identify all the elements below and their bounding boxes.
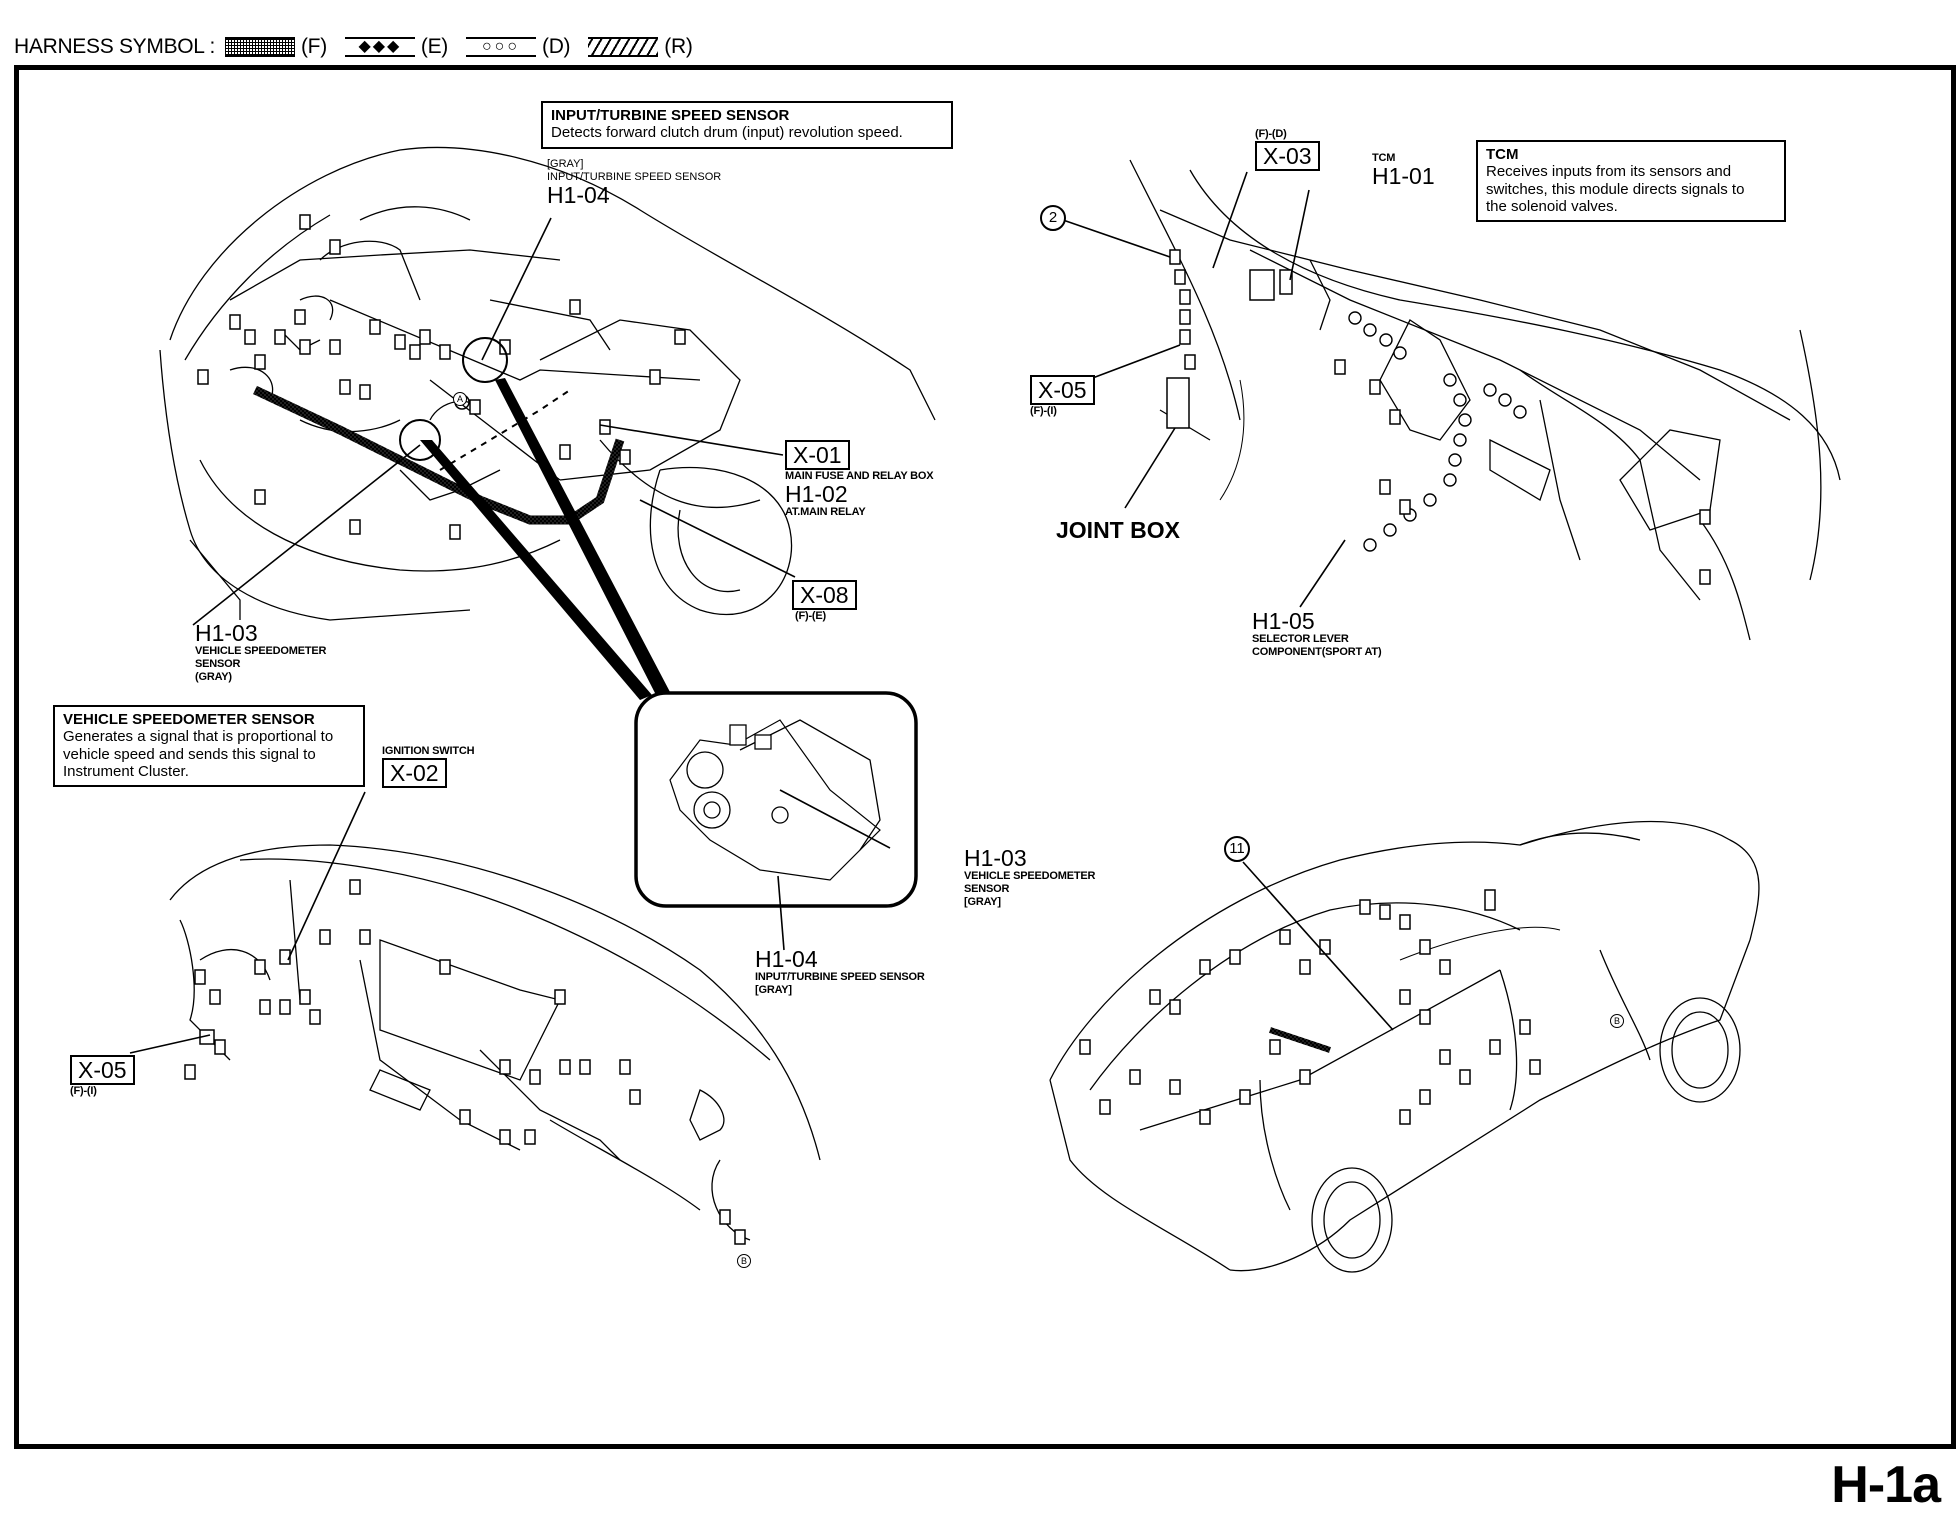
x-05-label-top: X-05 (F)-(I): [1030, 375, 1095, 418]
x-03-label: (F)-(D) X-03: [1255, 128, 1320, 172]
page-identifier: H-1a: [1831, 1456, 1941, 1514]
h1-03-detail-line-1: VEHICLE SPEEDOMETER: [964, 870, 1096, 882]
x-01-code: X-01: [785, 440, 850, 471]
h1-04-name: INPUT/TURBINE SPEED SENSOR: [547, 171, 722, 184]
x-02-name: IGNITION SWITCH: [382, 745, 475, 757]
x-05-code: X-05: [1030, 375, 1095, 406]
h1-01-label: TCM H1-01: [1372, 152, 1435, 188]
h1-05-line-1: SELECTOR LEVER: [1252, 633, 1349, 645]
legend-title: HARNESS SYMBOL :: [14, 35, 215, 58]
h1-03-code: H1-03: [195, 620, 258, 646]
tcm-callout: TCM Receives inputs from its sensors and…: [1476, 140, 1786, 222]
callout-desc-line-1: Receives inputs from its sensors and: [1486, 163, 1732, 181]
reference-circle-11: 11: [1224, 836, 1250, 862]
callout-description: Detects forward clutch drum (input) revo…: [551, 124, 903, 142]
marker-a: A: [453, 392, 467, 406]
h1-03-label-top: H1-03 VEHICLE SPEEDOMETER SENSOR (GRAY): [195, 622, 326, 685]
h1-03-detail-line-3: [GRAY]: [964, 896, 1001, 909]
h1-05-line-2: COMPONENT(SPORT AT): [1252, 646, 1382, 659]
x-03-code: X-03: [1255, 141, 1320, 172]
h1-03-detail-code: H1-03: [964, 845, 1027, 871]
vehicle-speed-sensor-callout: VEHICLE SPEEDOMETER SENSOR Generates a s…: [53, 705, 365, 787]
diagram-frame: [14, 65, 1956, 1449]
callout-desc-line-2: switches, this module directs signals to: [1486, 180, 1745, 198]
h1-03-detail-line-2: SENSOR: [964, 883, 1010, 896]
harness-symbol-r-swatch: [588, 37, 659, 57]
input-turbine-sensor-callout: INPUT/TURBINE SPEED SENSOR Detects forwa…: [541, 101, 953, 149]
harness-symbol-e-code: (E): [420, 35, 448, 58]
callout-title: INPUT/TURBINE SPEED SENSOR: [551, 107, 790, 124]
harness-symbol-f-swatch: [224, 37, 295, 57]
h1-02-name: AT.MAIN RELAY: [785, 506, 866, 519]
h1-04-label-detail: H1-04 INPUT/TURBINE SPEED SENSOR [GRAY]: [755, 948, 925, 997]
h1-05-code: H1-05: [1252, 608, 1315, 634]
harness-symbol-f-code: (F): [300, 35, 327, 58]
h1-03-label-detail: H1-03 VEHICLE SPEEDOMETER SENSOR [GRAY]: [964, 847, 1095, 910]
callout-title: VEHICLE SPEEDOMETER SENSOR: [63, 711, 315, 728]
x-01-name: MAIN FUSE AND RELAY BOX: [785, 470, 934, 483]
vehicle-body-view: [1049, 820, 1760, 1273]
harness-symbol-legend: HARNESS SYMBOL : (F) ◆◆◆ (E) ○○○ (D) (R): [14, 30, 707, 64]
h1-04-code: H1-04: [547, 182, 610, 209]
callout-title: TCM: [1486, 146, 1519, 163]
h1-03-line-3: (GRAY): [195, 671, 232, 684]
h1-04-label-top: [GRAY] INPUT/TURBINE SPEED SENSOR H1-04: [547, 158, 721, 207]
harness-symbol-d-swatch: ○○○: [466, 37, 536, 57]
h1-04-detail-line-1: INPUT/TURBINE SPEED SENSOR: [755, 971, 925, 983]
harness-symbol-d-code: (D): [542, 35, 571, 58]
h1-04-detail-line-2: [GRAY]: [755, 984, 792, 997]
x-03-sub: (F)-(D): [1255, 128, 1287, 140]
joint-box-label: JOINT BOX: [1056, 517, 1180, 543]
h1-03-line-2: SENSOR: [195, 658, 241, 671]
h1-01-code: H1-01: [1372, 163, 1435, 190]
x-05-bottom-sub: (F)-(I): [70, 1085, 97, 1098]
reference-circle-2: 2: [1040, 205, 1066, 231]
callout-desc-line-2: vehicle speed and sends this signal to: [63, 745, 316, 763]
h1-02-code: H1-02: [785, 481, 848, 508]
x-08-code: X-08: [792, 580, 857, 611]
harness-symbol-r-code: (R): [664, 35, 693, 58]
engine-compartment-view: [159, 146, 936, 700]
marker-b-body: B: [1610, 1014, 1624, 1028]
x-01-label: X-01 MAIN FUSE AND RELAY BOX H1-02 AT.MA…: [785, 440, 934, 520]
x-08-sub: (F)-(E): [795, 610, 826, 623]
x-05-bottom-code: X-05: [70, 1055, 135, 1086]
callout-desc-line-1: Generates a signal that is proportional …: [63, 728, 334, 746]
marker-b-dashboard: B: [737, 1254, 751, 1268]
h1-05-label: H1-05 SELECTOR LEVER COMPONENT(SPORT AT): [1252, 608, 1382, 659]
h1-03-line-1: VEHICLE SPEEDOMETER: [195, 645, 327, 657]
h1-01-name: TCM: [1372, 152, 1396, 164]
x-08-label: X-08 (F)-(E): [792, 580, 857, 623]
harness-symbol-e-swatch: ◆◆◆: [344, 37, 415, 57]
x-05-sub: (F)-(I): [1030, 405, 1057, 418]
h1-04-color: [GRAY]: [547, 158, 584, 170]
dashboard-view: [129, 791, 821, 1245]
x-05-label-bottom: X-05 (F)-(I): [70, 1055, 135, 1098]
instrument-panel-view: [1062, 159, 1841, 641]
x-02-label: IGNITION SWITCH X-02: [382, 745, 475, 789]
transaxle-detail-view: [634, 691, 918, 951]
callout-desc-line-3: the solenoid valves.: [1486, 197, 1618, 215]
x-02-code: X-02: [382, 758, 447, 789]
h1-04-detail-code: H1-04: [755, 946, 818, 972]
callout-desc-line-3: Instrument Cluster.: [63, 762, 189, 780]
